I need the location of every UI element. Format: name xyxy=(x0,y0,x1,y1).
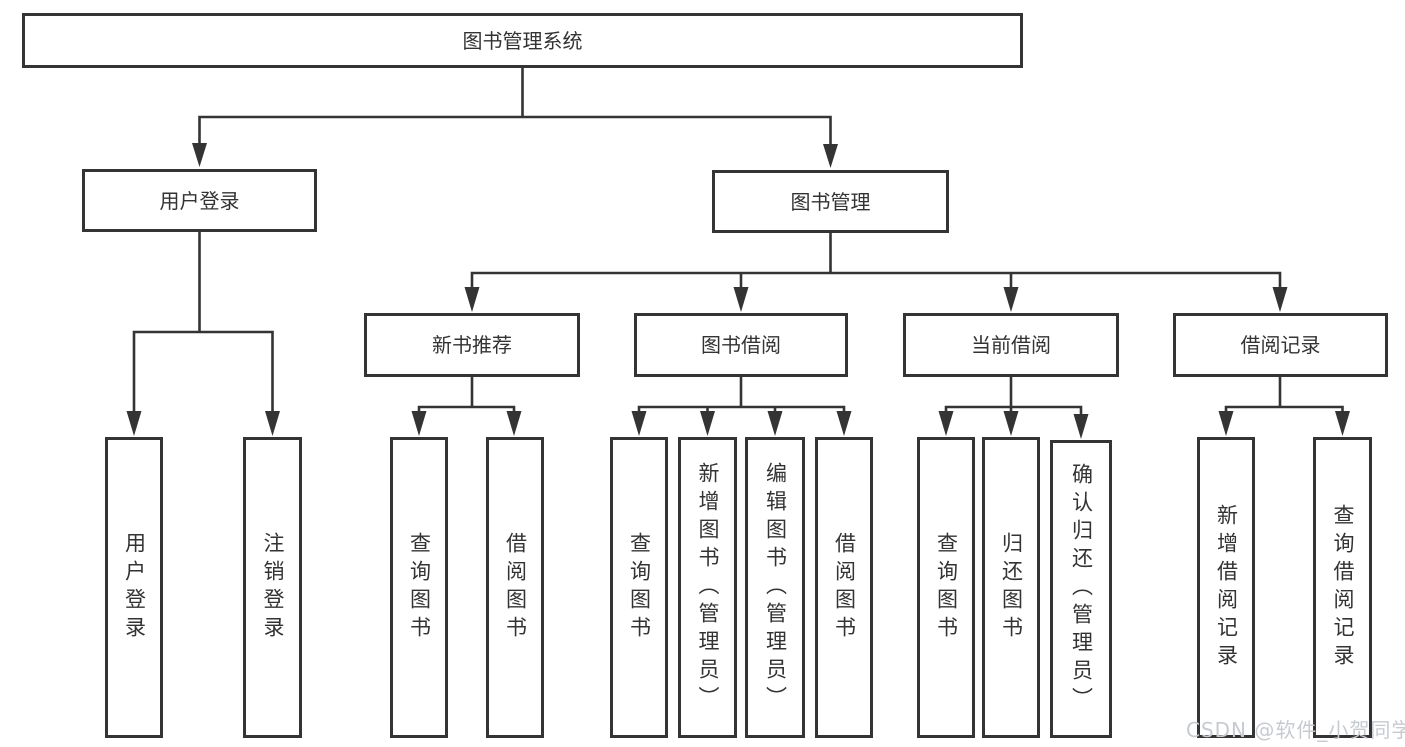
leaf-borrow-book-recommend: 借阅图书 xyxy=(486,437,544,738)
node-label: 用户登录 xyxy=(159,188,240,213)
leaf-label: 查询图书 xyxy=(407,531,432,644)
node-user-login: 用户登录 xyxy=(82,169,317,232)
node-book-borrow: 图书借阅 xyxy=(634,313,848,377)
leaf-logout: 注销登录 xyxy=(243,437,302,738)
csdn-watermark: CSDN @软件_小贺同学 xyxy=(1186,718,1405,742)
node-new-book-recommend: 新书推荐 xyxy=(364,313,580,377)
leaf-label: 归还图书 xyxy=(999,531,1024,644)
leaf-label: 借阅图书 xyxy=(503,531,528,644)
leaf-label: 用户登录 xyxy=(122,531,147,644)
leaf-query-borrow-record: 查询借阅记录 xyxy=(1313,437,1372,738)
leaf-user-login: 用户登录 xyxy=(105,437,163,738)
leaf-label: 查询图书 xyxy=(627,531,652,644)
leaf-query-book-recommend: 查询图书 xyxy=(390,437,448,738)
node-book-management: 图书管理 xyxy=(712,170,949,233)
leaf-add-book-admin: 新增图书（管理员） xyxy=(678,437,737,738)
node-current-borrow: 当前借阅 xyxy=(903,313,1119,377)
node-borrow-record: 借阅记录 xyxy=(1173,313,1388,377)
leaf-label: 新增图书（管理员） xyxy=(696,461,720,714)
leaf-label: 借阅图书 xyxy=(832,531,857,644)
node-label: 新书推荐 xyxy=(432,333,512,357)
arrowheads xyxy=(126,143,1350,439)
leaf-label: 新增借阅记录 xyxy=(1214,503,1239,672)
node-label: 当前借阅 xyxy=(971,333,1051,357)
leaf-return-book: 归还图书 xyxy=(982,437,1040,738)
leaf-label: 编辑图书（管理员） xyxy=(763,461,788,714)
leaf-query-book-current: 查询图书 xyxy=(917,437,975,738)
leaf-label: 查询借阅记录 xyxy=(1331,503,1355,672)
node-label: 图书管理 xyxy=(790,189,871,214)
node-label: 图书管理系统 xyxy=(462,28,583,53)
node-label: 借阅记录 xyxy=(1240,333,1321,357)
node-label: 图书借阅 xyxy=(701,333,781,357)
leaf-query-book-borrow: 查询图书 xyxy=(610,437,668,738)
leaf-label: 注销登录 xyxy=(261,531,285,644)
leaf-label: 确认归还（管理员） xyxy=(1069,463,1094,715)
leaf-confirm-return-admin: 确认归还（管理员） xyxy=(1050,440,1112,738)
leaf-borrow-book: 借阅图书 xyxy=(815,437,873,738)
leaf-label: 查询图书 xyxy=(934,531,959,644)
leaf-add-borrow-record: 新增借阅记录 xyxy=(1197,437,1255,738)
leaf-edit-book-admin: 编辑图书（管理员） xyxy=(745,437,805,738)
node-library-management-system: 图书管理系统 xyxy=(22,13,1023,68)
